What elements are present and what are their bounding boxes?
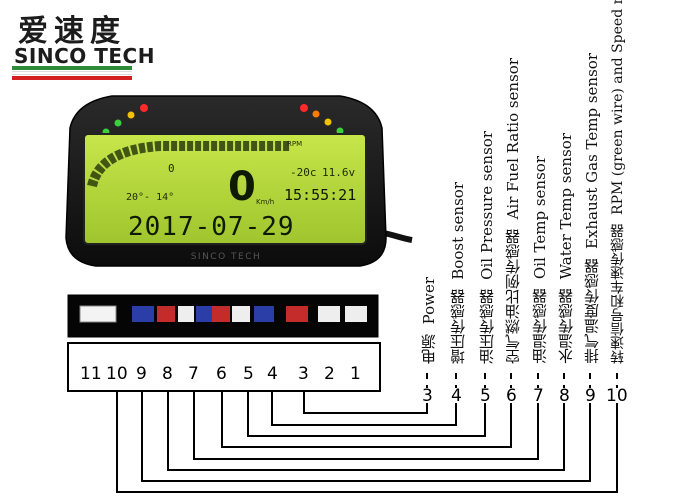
wire-label-air-fuel: 空气燃油比例传感器 Air Fuel Ratio sensor [502,58,523,364]
wire-label-en: RPM (green wire) and Speed meter (red wi… [610,0,626,216]
plug-red-2 [212,306,230,322]
wire-number-9: 9 [585,386,596,406]
wire-number-3: 3 [422,386,433,406]
wire-label-exhaust-gas: 排气温度传感器 Exhaust Gas Temp sensor [581,53,602,364]
shift-light-left-3 [127,111,135,119]
temp-readout: -20c [290,166,317,179]
bezel-brand-text: SINCO TECH [191,252,262,262]
plug-white-5 [345,306,367,322]
rpm-label: RPM [287,140,302,148]
lcd-screen [83,133,367,245]
wire-label-cn: 排气温度传感器 [583,259,601,364]
wire-label-en: Oil Temp sensor [531,156,549,280]
shift-light-left-2 [114,119,122,127]
wire-pin6 [221,391,512,448]
wire-label-oil-temp: 油温传感器 Oil Temp sensor [529,156,550,364]
pin-number: 6 [216,364,227,384]
wire-label-boost: 增压传感器 Boost sensor [447,182,468,364]
stripe-green [12,66,132,70]
brand-stripes [12,66,132,82]
pin-number: 1 [350,364,361,384]
wire-label-en: Boost sensor [449,181,467,280]
plug-red-3 [286,306,308,322]
speed-unit: Km/h [256,198,274,206]
wire-number-7: 7 [533,386,544,406]
plug-blue-2 [196,306,214,322]
stripe-white [12,71,132,75]
plug-white-left [79,305,117,323]
volt-readout: 11.6v [322,166,355,179]
wire-label-en: Power [420,277,438,325]
brand-english-name: SINCO TECH [14,44,155,68]
wire-pin9 [141,391,591,482]
wires [116,391,618,493]
wire-label-power: 电源 Power [418,277,439,364]
pin-number: 9 [136,364,147,384]
pin-number: 8 [162,364,173,384]
brand-chinese-name: 爱速度 [18,14,126,49]
wire-label-water-temp: 水温传感器 Water Temp sensor [555,133,576,364]
wire-label-en: Water Temp sensor [557,133,575,280]
wire-label-cn: 转速信号和车速传感器 [610,224,626,364]
pin-number: 4 [267,364,278,384]
wire-label-rpm-speed: 转速信号和车速传感器 RPM (green wire) and Speed me… [608,0,628,364]
rpm-arc [87,141,290,188]
wire-pin4 [271,391,457,426]
plug-red-1 [157,306,175,322]
pin-number: 2 [324,364,335,384]
wire-number-6: 6 [506,386,517,406]
pin-number: 11 [80,364,102,384]
pin-number: 7 [188,364,199,384]
wire-pin7 [193,391,539,460]
date-readout: 2017-07-29 [128,212,295,242]
pin-number: 10 [106,364,128,384]
shift-light-right-3 [324,118,332,126]
left-small-readout: 20°- 14° [126,192,174,203]
wire-number-4: 4 [451,386,462,406]
wire-pin10 [116,391,618,493]
wire-label-en: Air Fuel Ratio sensor [504,58,522,220]
shift-light-right-4 [336,127,344,135]
plug-white-4 [318,306,340,322]
wire-label-en: Exhaust Gas Temp sensor [583,53,601,250]
wire-label-en: Oil Pressure sensor [478,130,496,280]
shift-light-right-1 [300,104,308,112]
plug-white-2 [178,306,194,322]
wire-label-cn: 增压传感器 [449,289,467,364]
pin-number: 3 [298,364,309,384]
wire-number-5: 5 [480,386,491,406]
wire-pin8 [167,391,565,471]
stripe-red [12,76,132,80]
wire-label-cn: 空气燃油比例传感器 [504,229,522,364]
speed-readout: 0 [228,164,256,210]
wire-label-cn: 电源 [420,334,438,364]
wire-pin3 [303,391,428,414]
pin-number: 5 [243,364,254,384]
wire-label-oil-pressure: 油压传感器 Oil Pressure sensor [476,131,497,364]
plug-white-3 [232,306,250,322]
connector-pin-box [67,342,381,392]
shift-light-left-4 [140,104,148,112]
wire-label-cn: 油压传感器 [478,289,496,364]
label-leaders [426,373,618,388]
boost-readout: 0 [168,162,175,175]
wire-number-8: 8 [559,386,570,406]
wire-label-cn: 水温传感器 [557,289,575,364]
wire-number-10: 10 [606,386,628,406]
time-readout: 15:55:21 [284,186,356,204]
plug-blue-1 [132,306,154,322]
plug-blue-3 [254,306,274,322]
wire-pin5 [247,391,486,437]
wire-label-cn: 油温传感器 [531,289,549,364]
shift-light-right-2 [312,110,320,118]
